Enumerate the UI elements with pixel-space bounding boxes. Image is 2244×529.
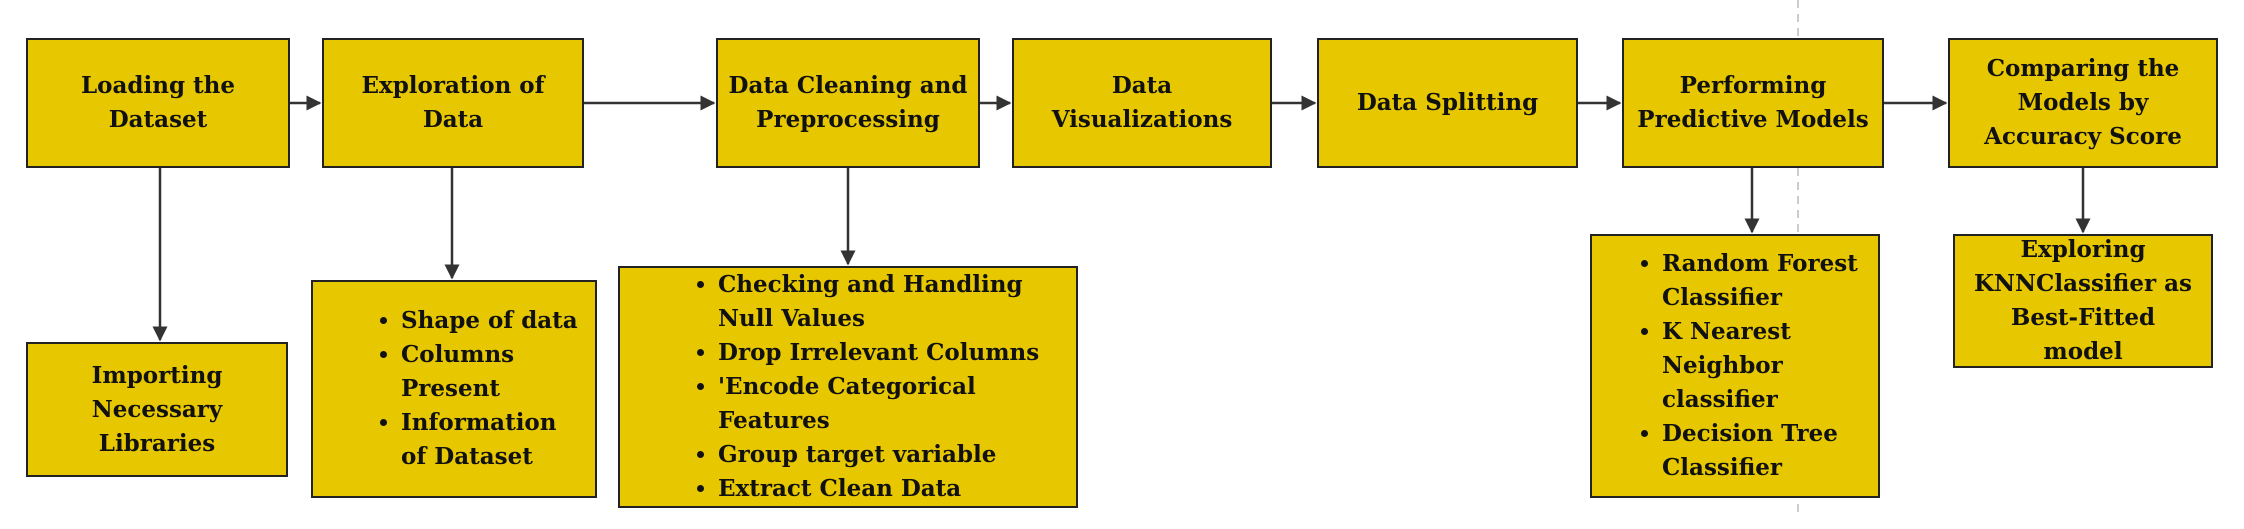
- step-label: Performing Predictive Models: [1637, 72, 1869, 133]
- step-loading-dataset: Loading the Dataset: [26, 38, 290, 168]
- list-item: Shape of data: [401, 304, 589, 338]
- step-data-cleaning: Data Cleaning and Preprocessing: [716, 38, 980, 168]
- step-data-splitting: Data Splitting: [1317, 38, 1578, 168]
- detail-label: Importing Necessary Libraries: [91, 361, 223, 457]
- list-item: K Nearest Neighbor classifier: [1662, 315, 1872, 417]
- list-item: Information of Dataset: [401, 406, 589, 474]
- models-bullet-list: Random Forest Classifier K Nearest Neigh…: [1598, 247, 1872, 485]
- detail-label: Exploring KNNClassifier as Best-Fitted m…: [1974, 236, 2192, 365]
- step-label: Data Splitting: [1356, 89, 1539, 116]
- step-label: Data Visualizations: [1051, 72, 1233, 133]
- exploration-bullet-list: Shape of data Columns Present Informatio…: [319, 304, 589, 474]
- step-data-visualizations: Data Visualizations: [1012, 38, 1272, 168]
- list-item: Random Forest Classifier: [1662, 247, 1862, 315]
- detail-importing-libraries: Importing Necessary Libraries: [26, 342, 288, 477]
- list-item: Decision Tree Classifier: [1662, 417, 1862, 485]
- step-label: Data Cleaning and Preprocessing: [728, 72, 968, 133]
- step-comparing-models: Comparing the Models by Accuracy Score: [1948, 38, 2218, 168]
- list-item: Extract Clean Data: [718, 472, 1070, 506]
- detail-exploration-list: Shape of data Columns Present Informatio…: [311, 280, 597, 498]
- step-predictive-models: Performing Predictive Models: [1622, 38, 1884, 168]
- cleaning-bullet-list: Checking and Handling Null Values Drop I…: [626, 268, 1070, 506]
- list-item: Drop Irrelevant Columns: [718, 336, 1070, 370]
- step-label: Exploration of Data: [361, 72, 545, 133]
- step-exploration: Exploration of Data: [322, 38, 584, 168]
- step-label: Comparing the Models by Accuracy Score: [1984, 55, 2182, 150]
- step-label: Loading the Dataset: [80, 72, 236, 133]
- detail-best-fitted-model: Exploring KNNClassifier as Best-Fitted m…: [1953, 234, 2213, 368]
- list-item: Columns Present: [401, 338, 561, 406]
- list-item: Checking and Handling Null Values: [718, 268, 1070, 336]
- detail-cleaning-list: Checking and Handling Null Values Drop I…: [618, 266, 1078, 508]
- detail-models-list: Random Forest Classifier K Nearest Neigh…: [1590, 234, 1880, 498]
- list-item: 'Encode Categorical Features: [718, 370, 1070, 438]
- list-item: Group target variable: [718, 438, 1070, 472]
